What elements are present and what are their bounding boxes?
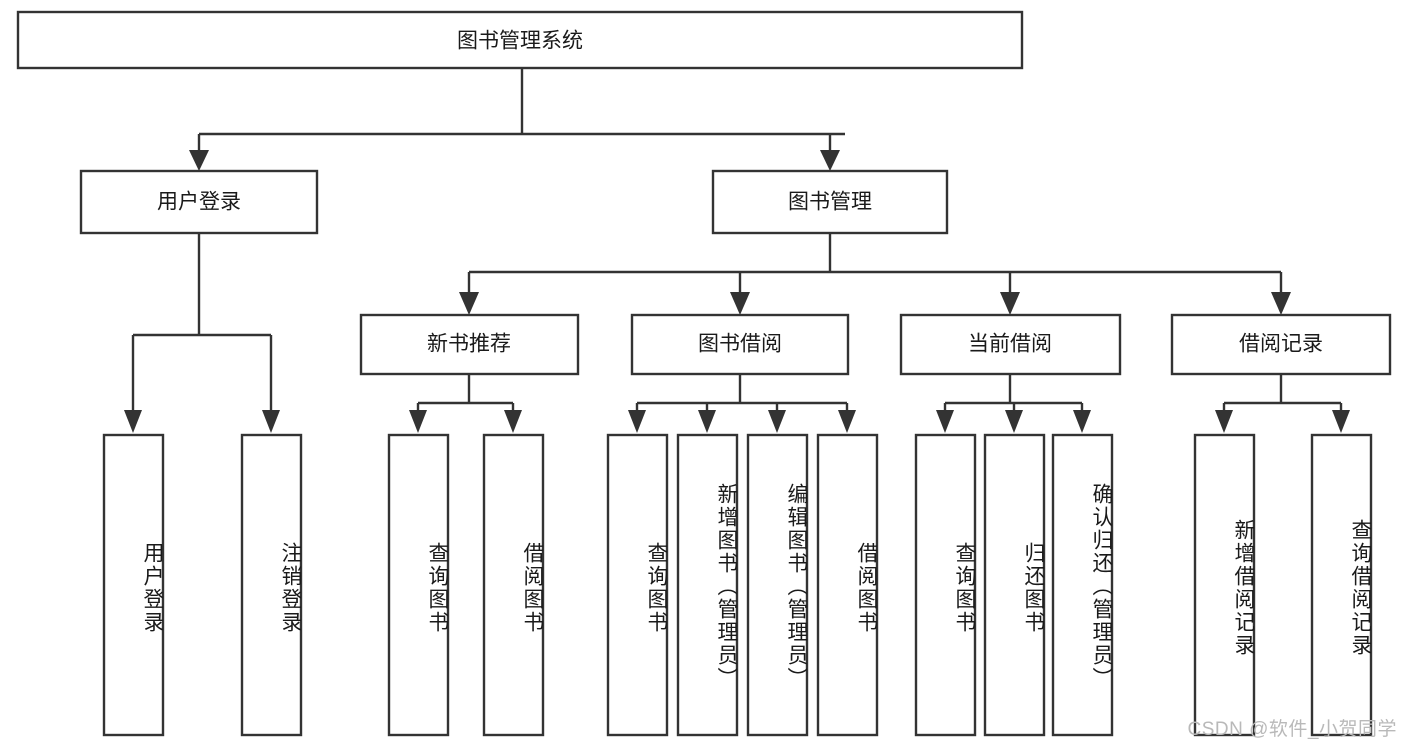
- arrow-head-br-leaf-2: [1332, 410, 1350, 433]
- arrow-head-to-book-manage: [820, 150, 840, 171]
- node-borrow-record-box[interactable]: [1170, 313, 1392, 376]
- leaf-box-borrow-record-2[interactable]: [1310, 433, 1373, 737]
- leaf-box-book-borrow-1[interactable]: [606, 433, 669, 737]
- connector-root-to-level1: [189, 68, 845, 171]
- arrow-head-bb-leaf-3: [768, 410, 786, 433]
- leaf-box-current-borrow-1[interactable]: [914, 433, 977, 737]
- arrow-head-to-user-login: [189, 150, 209, 171]
- leaf-box-book-borrow-3[interactable]: [746, 433, 809, 737]
- leaf-box-new-book-1[interactable]: [387, 433, 450, 737]
- connector-book-manage-to-level2: [459, 234, 1291, 315]
- leaf-box-current-borrow-2[interactable]: [983, 433, 1046, 737]
- node-book-manage-box[interactable]: [711, 169, 949, 235]
- node-root-label: 图书管理系统: [457, 30, 583, 53]
- node-user-login-label: 用户登录: [157, 191, 241, 214]
- leaf-box-new-book-2[interactable]: [482, 433, 545, 737]
- leaf-box-book-borrow-2[interactable]: [676, 433, 739, 737]
- arrow-head-bb-leaf-2: [698, 410, 716, 433]
- node-borrow-record-label: 借阅记录: [1239, 333, 1323, 356]
- node-user-login[interactable]: 用户登录: [79, 169, 319, 235]
- arrow-head-to-borrow-record: [1271, 292, 1291, 315]
- leaf-box-user-login-1[interactable]: [102, 433, 165, 737]
- arrow-head-to-current-borrow: [1000, 292, 1020, 315]
- node-borrow-record[interactable]: 借阅记录: [1170, 313, 1392, 376]
- node-current-borrow-box[interactable]: [899, 313, 1122, 376]
- leaf-box-user-login-2[interactable]: [240, 433, 303, 737]
- connector-user-login-to-leaves: [124, 233, 280, 433]
- arrow-head-ul-leaf-1: [124, 410, 142, 433]
- arrow-head-br-leaf-1: [1215, 410, 1233, 433]
- arrow-head-nb-leaf-2: [504, 410, 522, 433]
- connector-new-book-to-leaves: [409, 374, 522, 433]
- arrow-head-bb-leaf-4: [838, 410, 856, 433]
- leaf-box-current-borrow-3[interactable]: [1051, 433, 1114, 737]
- arrow-head-nb-leaf-1: [409, 410, 427, 433]
- csdn-watermark: CSDN @软件_小贺同学: [1187, 719, 1397, 740]
- node-current-borrow-label: 当前借阅: [968, 333, 1052, 356]
- node-book-manage[interactable]: 图书管理: [711, 169, 949, 235]
- node-root-box[interactable]: [16, 10, 1024, 70]
- leaf-box-borrow-record-1[interactable]: [1193, 433, 1256, 737]
- connector-borrow-record-to-leaves: [1215, 374, 1350, 433]
- arrow-head-to-book-borrow: [730, 292, 750, 315]
- node-root[interactable]: 图书管理系统: [16, 10, 1024, 70]
- arrow-head-cb-leaf-2: [1005, 410, 1023, 433]
- node-new-book-recommend-box[interactable]: [359, 313, 580, 376]
- node-book-borrow[interactable]: 图书借阅: [630, 313, 850, 376]
- node-new-book-recommend[interactable]: 新书推荐: [359, 313, 580, 376]
- node-book-manage-label: 图书管理: [788, 191, 872, 214]
- node-book-borrow-label: 图书借阅: [698, 333, 782, 356]
- arrow-head-cb-leaf-1: [936, 410, 954, 433]
- connector-book-borrow-to-leaves: [628, 374, 856, 433]
- node-current-borrow[interactable]: 当前借阅: [899, 313, 1122, 376]
- arrow-head-to-new-book: [459, 292, 479, 315]
- connector-current-borrow-to-leaves: [936, 374, 1091, 433]
- arrow-head-ul-leaf-2: [262, 410, 280, 433]
- arrow-head-bb-leaf-1: [628, 410, 646, 433]
- leaf-box-book-borrow-4[interactable]: [816, 433, 879, 737]
- arrow-head-cb-leaf-3: [1073, 410, 1091, 433]
- node-new-book-recommend-label: 新书推荐: [427, 333, 511, 356]
- node-book-borrow-box[interactable]: [630, 313, 850, 376]
- node-user-login-box[interactable]: [79, 169, 319, 235]
